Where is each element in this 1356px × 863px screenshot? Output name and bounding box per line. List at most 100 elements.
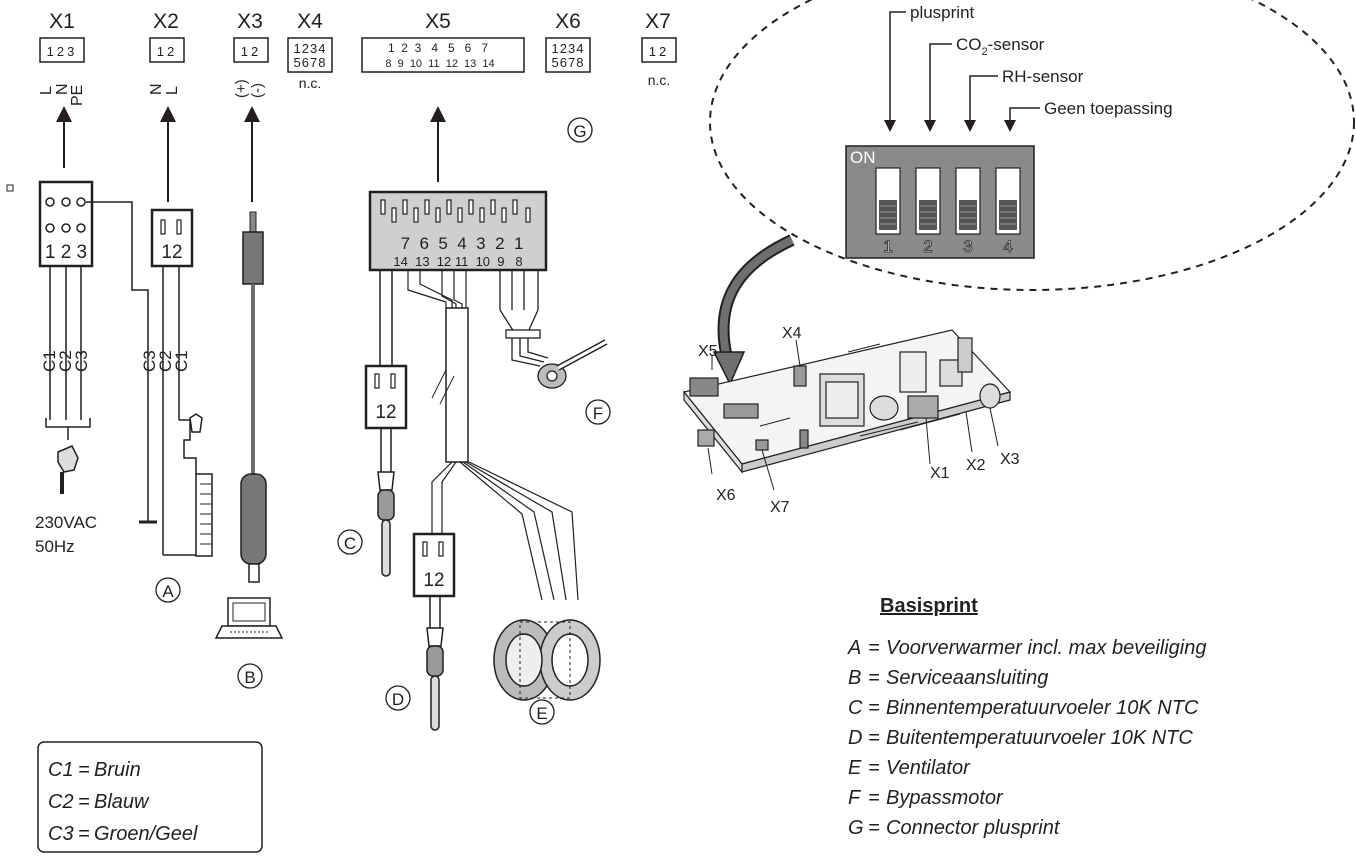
mains-frequency: 50Hz <box>35 537 75 556</box>
dip-number-1: 1 <box>883 237 892 256</box>
connector-x6-pins-top: 1234 <box>552 41 585 56</box>
connector-x7-pins: 12 <box>649 44 669 59</box>
connector-x4-pins-bottom: 5678 <box>294 55 327 70</box>
dip-number-3: 3 <box>963 237 972 256</box>
label-f: F <box>593 404 603 423</box>
connector-x4-pins-top: 1234 <box>294 41 327 56</box>
dip-number-2: 2 <box>923 237 932 256</box>
x5-plug-top-pins: 7 6 5 4 3 2 1 <box>401 234 524 253</box>
pcb-label-x3: X3 <box>1000 451 1020 468</box>
label-a: A <box>162 582 174 601</box>
label-d: D <box>392 690 404 709</box>
legend-c1-sep: = <box>78 759 90 781</box>
x1-cable-c1: C1 <box>40 350 59 372</box>
x2-cable-c1: C1 <box>172 350 191 372</box>
x3-wire-minus: (-) <box>249 83 266 98</box>
dip-number-4: 4 <box>1003 237 1012 256</box>
label-g: G <box>573 122 586 141</box>
x1-wire-PE: PE <box>69 85 86 106</box>
label-e: E <box>536 704 547 723</box>
connector-x4-id: X4 <box>297 10 323 33</box>
connector-x5-pins-top: 1 2 3 4 5 6 7 <box>388 41 488 55</box>
legend-e-letter: E <box>848 757 862 779</box>
fan-e <box>493 619 601 725</box>
legend-g-letter: G <box>848 817 864 839</box>
legend-a-letter: A <box>847 637 861 659</box>
callout-plusprint: plusprint <box>910 3 975 22</box>
sensor-c-pins: 12 <box>375 402 396 423</box>
connector-x3: X3 12 (+) (-) <box>233 10 269 98</box>
connector-x5: X5 1 2 3 4 5 6 7 8 9 10 11 12 13 14 <box>361 10 525 73</box>
connector-x6-id: X6 <box>555 10 581 33</box>
connector-x4: X4 1234 5678 n.c. <box>287 10 333 91</box>
legend-g-sep: = <box>868 817 880 839</box>
x1-plug-pins: 1 2 3 <box>45 242 87 263</box>
x1-mains-assembly <box>38 106 157 524</box>
connector-x2-pins: 12 <box>157 44 177 59</box>
connector-x3-pins: 12 <box>241 44 261 59</box>
x3-wire-plus: (+) <box>233 79 250 98</box>
legend-d-letter: D <box>848 727 862 749</box>
x2-cable-c2: C2 <box>156 350 175 372</box>
connector-x2-id: X2 <box>153 10 179 33</box>
callout-co2-subscript: 2 <box>982 46 988 58</box>
legend-e-sep: = <box>868 757 880 779</box>
legend-c2-code: C2 <box>48 791 74 813</box>
legend-g-text: Connector plusprint <box>886 817 1061 839</box>
connector-x2: X2 12 N L <box>148 10 185 95</box>
x5-plug <box>368 106 548 272</box>
x2-preheater-assembly <box>150 106 213 603</box>
legend-c3-sep: = <box>78 823 90 845</box>
legend-a-sep: = <box>868 637 880 659</box>
x1-wire-N: N <box>54 83 71 95</box>
dip-callout-ellipse <box>709 0 1355 291</box>
connector-x7-id: X7 <box>645 10 671 33</box>
x2-wire-L: L <box>164 86 181 95</box>
pcb-leaders <box>707 339 999 491</box>
callout-co2-main: CO <box>956 35 982 54</box>
connector-x4-note: n.c. <box>299 75 322 91</box>
callout-geen-toepassing: Geen toepassing <box>1044 99 1173 118</box>
x5-plug-bottom-pins: 14 13 12 11 10 9 8 <box>393 254 522 269</box>
basisprint-title: Basisprint <box>880 595 978 617</box>
connector-x5-id: X5 <box>425 10 451 33</box>
callout-co2-suffix: -sensor <box>988 35 1045 54</box>
callout-co2-sensor: CO2-sensor <box>956 35 1045 58</box>
legend-b-letter: B <box>848 667 861 689</box>
connector-x1-pins: 123 <box>47 44 78 59</box>
label-c: C <box>344 534 356 553</box>
x3-service-assembly <box>214 106 284 689</box>
connector-x1: X1 123 L N PE <box>38 10 86 106</box>
legend-f-sep: = <box>868 787 880 809</box>
x1-cable-c3: C3 <box>72 350 91 372</box>
pcb-board <box>682 329 1012 474</box>
label-b: B <box>244 668 255 687</box>
color-legend-box <box>37 741 263 853</box>
x1-cable-c2: C2 <box>56 350 75 372</box>
dip-switch <box>845 145 1035 259</box>
legend-c3-name: Groen/Geel <box>94 823 198 845</box>
dip-callout-leaders <box>884 11 1040 132</box>
x2-plug-pins: 12 <box>161 242 182 263</box>
callout-rh-sensor: RH-sensor <box>1002 67 1084 86</box>
legend-f-text: Bypassmotor <box>886 787 1004 809</box>
legend-c-text: Binnentemperatuurvoeler 10K NTC <box>886 697 1199 719</box>
pcb-label-x5: X5 <box>698 343 718 360</box>
legend-b-text: Serviceaansluiting <box>886 667 1048 689</box>
legend-b-sep: = <box>868 667 880 689</box>
sensor-d <box>385 532 456 731</box>
connector-x7-note: n.c. <box>648 72 671 88</box>
legend-c1-name: Bruin <box>94 759 141 781</box>
connector-x6: X6 1234 5678 <box>545 10 591 73</box>
connector-x1-id: X1 <box>49 10 75 33</box>
pcb-label-x7: X7 <box>770 499 790 516</box>
x2-wire-N: N <box>148 83 165 95</box>
legend-d-sep: = <box>868 727 880 749</box>
connector-x3-id: X3 <box>237 10 263 33</box>
sensor-d-pins: 12 <box>423 570 444 591</box>
pcb-label-x4: X4 <box>782 325 802 342</box>
legend-c3-code: C3 <box>48 823 74 845</box>
connector-x6-pins-bottom: 5678 <box>552 55 585 70</box>
legend-c-sep: = <box>868 697 880 719</box>
